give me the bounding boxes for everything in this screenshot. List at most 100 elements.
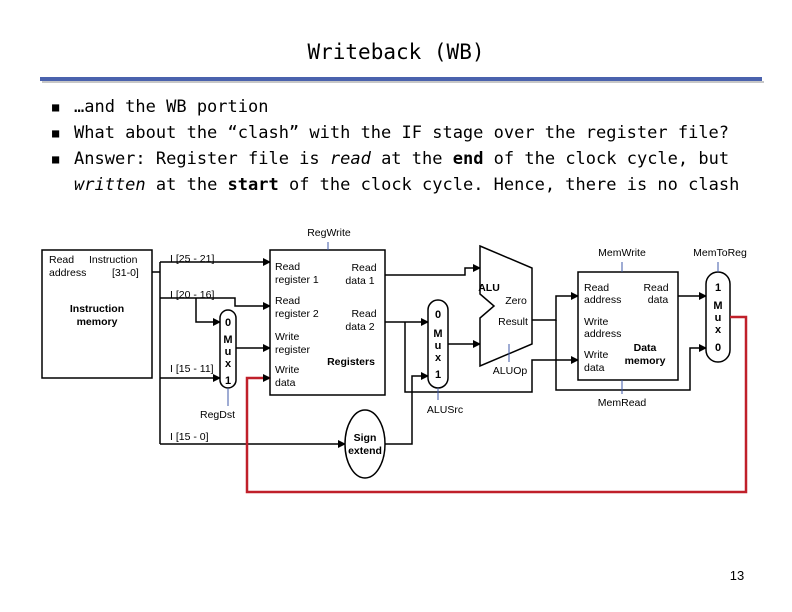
alusrc-mux-u: u [435, 340, 442, 352]
dmem-name-2: memory [625, 355, 666, 367]
sign-extend-unit [344, 409, 386, 479]
reg-read-register-1b: register 1 [275, 274, 319, 286]
bullet-square-icon: ■ [52, 100, 60, 114]
dmem-write-address-b: address [584, 328, 621, 340]
alu-name: ALU [478, 282, 500, 294]
dmem-name-1: Data [634, 342, 657, 354]
memtoreg-mux-x: x [715, 324, 722, 336]
sign-extend-label-1: Sign [354, 432, 377, 444]
alusrc-control-label: ALUSrc [427, 404, 463, 416]
regdst-mux-m: M [223, 334, 232, 346]
field-rd-label: I [15 - 11] [170, 363, 214, 375]
wire-rt [160, 297, 271, 310]
memtoreg-mux-m: M [713, 300, 722, 312]
bullet-text: What about the “clash” with the IF stage… [74, 123, 729, 143]
memtoreg-mux-in1: 1 [715, 282, 721, 294]
alusrc-mux-x: x [435, 352, 442, 364]
title-rule [40, 77, 762, 81]
wire-alu-result [532, 292, 579, 321]
wire-store-data [404, 322, 579, 393]
alu-result-label: Result [498, 316, 528, 328]
bullet-text-run: Answer: Register file is [74, 149, 330, 169]
reg-write-register-b: register [275, 344, 311, 356]
imem-instruction-label: Instruction [89, 254, 138, 266]
reg-read-register-2: Read [275, 295, 300, 307]
imem-address-label: address [49, 267, 86, 279]
bullet-text: …and the WB portion [74, 97, 268, 117]
regdst-mux-x: x [225, 358, 232, 370]
regdst-mux-in0: 0 [225, 317, 231, 329]
bullet-text-run: at the [145, 175, 228, 195]
bullet-text-run: start [227, 175, 279, 195]
alu-unit [479, 244, 533, 368]
bullet-text-run: of the clock cycle, but [483, 149, 730, 169]
bullet-text-run: of the clock cycle. Hence, there is no c… [278, 175, 740, 195]
bullet-list: ■ …and the WB portion ■ What about the “cl… [48, 94, 768, 198]
register-file-box [269, 249, 386, 396]
regdst-control-label: RegDst [200, 409, 235, 421]
dmem-read-data-b: data [648, 294, 669, 306]
reg-write-register: Write [275, 331, 299, 343]
alusrc-mux-in0: 0 [435, 309, 441, 321]
instruction-memory-box [41, 249, 153, 379]
reg-read-register-2b: register 2 [275, 308, 319, 320]
alusrc-mux-m: M [433, 328, 442, 340]
imem-bits-label: [31-0] [112, 267, 139, 279]
title-rule-shadow [42, 81, 764, 83]
bullet-square-icon: ■ [52, 126, 60, 140]
reg-read-data-1: Read [351, 262, 376, 274]
reg-read-data-1b: data 1 [345, 275, 374, 287]
bullet-item: ■ …and the WB portion [48, 94, 768, 120]
sign-extend-label-2: extend [348, 445, 382, 457]
bullet-text: Answer: Register file is read at the end… [74, 149, 739, 195]
registers-name: Registers [327, 356, 375, 368]
wire-rt-to-mux [195, 298, 221, 326]
reg-write-data-b: data [275, 377, 296, 389]
bullet-text-run: at the [370, 149, 453, 169]
imem-name-2: memory [77, 316, 118, 328]
field-imm-label: I [15 - 0] [170, 431, 209, 443]
regdst-mux-u: u [225, 346, 232, 358]
wire-alu-bypass [555, 320, 707, 391]
memtoreg-control-label: MemToReg [693, 247, 747, 259]
bullet-text-run: …and the WB portion [74, 97, 269, 117]
bullet-item: ■ What about the “clash” with the IF stag… [48, 120, 768, 146]
bullet-text-run: What about the “clash” with the IF stage… [74, 123, 730, 143]
instruction-bus [152, 262, 161, 444]
wire-read-data-1 [385, 264, 481, 276]
bullet-item: ■ Answer: Register file is read at the en… [48, 146, 768, 198]
memwrite-control-label: MemWrite [598, 247, 646, 259]
reg-read-register-1: Read [275, 261, 300, 273]
imem-read-label: Read [49, 254, 74, 266]
field-rs-label: I [25 - 21] [170, 253, 214, 265]
bullet-text-run: read [329, 149, 371, 169]
page-number: 13 [729, 568, 745, 583]
dmem-read-data: Read [643, 282, 668, 294]
dmem-write-data: Write [584, 349, 608, 361]
wire-sign-extend-out [385, 372, 429, 445]
reg-write-data: Write [275, 364, 299, 376]
dmem-write-address: Write [584, 316, 608, 328]
bullet-text-run: written [74, 175, 146, 195]
alu-zero-label: Zero [505, 295, 527, 307]
aluop-control-label: ALUOp [493, 365, 528, 377]
memtoreg-mux-u: u [715, 312, 722, 324]
bullet-square-icon: ■ [52, 152, 60, 166]
imem-name-1: Instruction [70, 303, 124, 315]
dmem-write-data-b: data [584, 362, 605, 374]
slide-title: Writeback (WB) [307, 40, 485, 64]
memtoreg-mux-in0: 0 [715, 342, 721, 354]
data-memory-box [577, 271, 679, 381]
field-rt-label: I [20 - 16] [170, 289, 214, 301]
writeback-path [245, 315, 748, 494]
reg-read-data-2: Read [351, 308, 376, 320]
bullet-text-run: end [452, 149, 484, 169]
memread-control-label: MemRead [598, 397, 647, 409]
dmem-read-address-b: address [584, 294, 621, 306]
regwrite-control-label: RegWrite [307, 227, 351, 239]
reg-read-data-2b: data 2 [345, 321, 374, 333]
dmem-read-address: Read [584, 282, 609, 294]
regdst-mux-in1: 1 [225, 375, 231, 387]
alusrc-mux-in1: 1 [435, 369, 441, 381]
